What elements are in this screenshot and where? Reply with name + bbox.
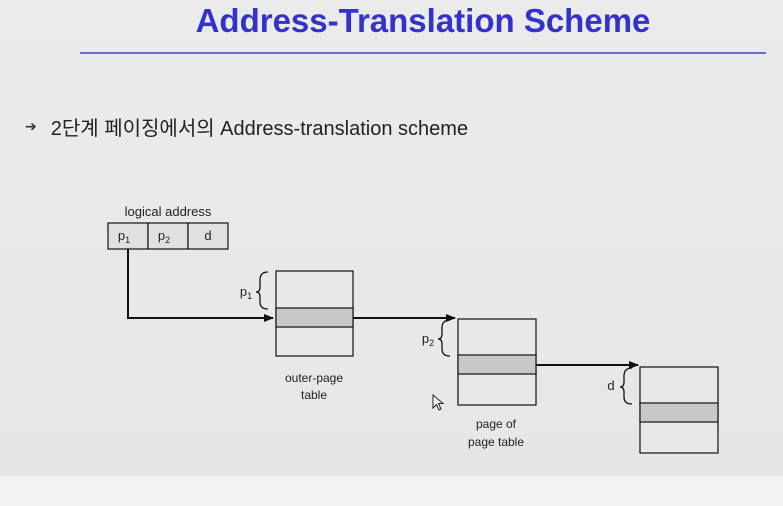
outer-table-brace <box>255 271 269 310</box>
page-table-caption-line1: page of <box>476 417 517 431</box>
slide-footer-area <box>0 476 783 506</box>
logical-address-register: p1 p2 d <box>107 222 229 250</box>
outer-table-caption-line2: table <box>301 388 327 402</box>
field-p1-label: p1 <box>118 228 130 245</box>
bullet-item: ➔ 2단계 페이징에서의 Address-translation scheme <box>25 112 468 141</box>
memory-page-brace <box>619 367 633 405</box>
outer-table-highlight-row <box>275 307 354 328</box>
mouse-pointer-icon <box>432 394 445 411</box>
bullet-text: 2단계 페이징에서의 Address-translation scheme <box>50 118 469 140</box>
page-table-caption-line2: page table <box>468 435 524 449</box>
title-underline <box>80 52 766 54</box>
field-d-label: d <box>204 228 211 243</box>
field-d-box <box>187 222 229 250</box>
field-p1-box <box>107 222 149 250</box>
outer-table-caption-line1: outer-page <box>285 371 343 385</box>
outer-table-offset-label: p1 <box>240 284 252 301</box>
logical-address-caption: logical address <box>125 204 212 219</box>
memory-page-highlight-row <box>639 402 719 423</box>
page-of-page-table <box>457 318 537 406</box>
page-table-highlight-row <box>457 354 537 375</box>
field-p2-box <box>147 222 189 250</box>
slide-title: Address-Translation Scheme <box>195 2 651 39</box>
memory-page-offset-label: d <box>607 378 614 393</box>
arrow-p1-to-outer-table <box>127 249 274 322</box>
page-table-offset-label: p2 <box>422 331 434 348</box>
memory-page <box>639 366 719 454</box>
field-p2-label: p2 <box>158 228 170 245</box>
page-table-brace <box>437 319 451 357</box>
arrow-bullet-icon: ➔ <box>25 118 37 134</box>
outer-page-table <box>275 270 354 357</box>
